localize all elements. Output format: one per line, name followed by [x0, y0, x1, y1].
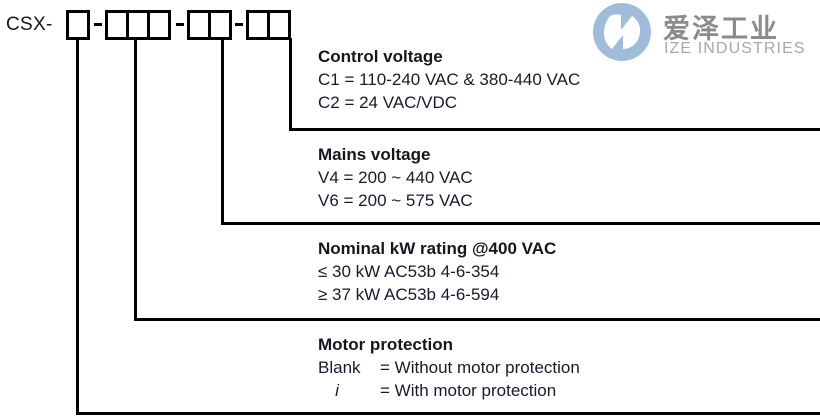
leader-line-motor-protection — [76, 38, 79, 415]
leader-line-kw-rating — [134, 38, 137, 321]
spec-row-key: Blank — [318, 358, 361, 377]
leader-line-mains-voltage — [221, 38, 224, 225]
spec-line: ≥ 37 kW AC53b 4-6-594 — [318, 285, 500, 304]
pn-separator-dash — [235, 23, 243, 26]
pn-box — [147, 10, 171, 40]
spec-line: V4 = 200 ~ 440 VAC — [318, 168, 473, 187]
pn-separator-dash — [176, 23, 184, 26]
spec-row: Blank = Without motor protection — [318, 356, 580, 379]
rule-mains-voltage — [221, 222, 820, 225]
spec-title: Mains voltage — [318, 145, 431, 164]
rule-control-voltage — [289, 128, 820, 131]
pn-group-motor-protection — [66, 10, 90, 40]
pn-separator-dash — [94, 23, 102, 26]
rule-kw-rating — [134, 318, 820, 321]
pn-box — [267, 10, 291, 40]
logo-name-en: IZE INDUSTRIES — [664, 40, 806, 57]
spec-title: Control voltage — [318, 47, 443, 66]
logo-name-cn: 爱泽工业 — [663, 14, 779, 44]
rule-motor-protection — [76, 412, 820, 415]
part-number-prefix: CSX- — [6, 14, 53, 35]
spec-row: i = With motor protection — [318, 379, 580, 402]
pn-box — [105, 10, 129, 40]
spec-row-value: = Without motor protection — [380, 358, 580, 377]
spec-mains-voltage: Mains voltage V4 = 200 ~ 440 VAC V6 = 20… — [318, 144, 473, 212]
leader-line-control-voltage — [289, 38, 292, 131]
ize-mark-icon — [593, 3, 651, 61]
pn-group-control-voltage — [246, 10, 291, 40]
spec-motor-protection: Motor protection Blank = Without motor p… — [318, 334, 580, 402]
spec-line: C2 = 24 VAC/VDC — [318, 93, 458, 112]
spec-kw-rating: Nominal kW rating @400 VAC ≤ 30 kW AC53b… — [318, 238, 556, 306]
spec-title: Motor protection — [318, 335, 454, 354]
spec-line: V6 = 200 ~ 575 VAC — [318, 191, 473, 210]
spec-row-value: = With motor protection — [380, 381, 557, 400]
pn-group-mains-voltage — [187, 10, 232, 40]
spec-title: Nominal kW rating @400 VAC — [318, 239, 557, 258]
pn-box — [66, 10, 90, 40]
pn-group-kw-rating — [105, 10, 171, 40]
spec-line: C1 = 110-240 VAC & 380-440 VAC — [318, 70, 581, 89]
spec-control-voltage: Control voltage C1 = 110-240 VAC & 380-4… — [318, 46, 580, 114]
spec-line: ≤ 30 kW AC53b 4-6-354 — [318, 262, 500, 281]
pn-box — [208, 10, 232, 40]
company-logo: 爱泽工业 IZE INDUSTRIES — [593, 2, 815, 64]
spec-row-key: i — [335, 381, 339, 400]
